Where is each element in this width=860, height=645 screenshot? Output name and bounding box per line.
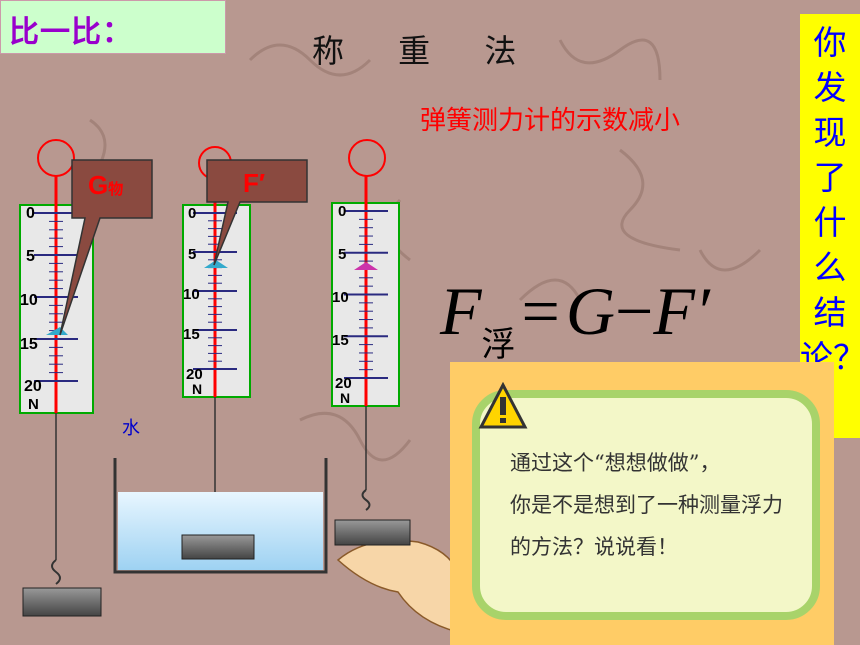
- question-text: 你发现了什么结论？: [800, 23, 860, 377]
- scale3-tick-15: 15: [332, 332, 349, 349]
- warning-icon: [478, 382, 528, 429]
- callout-text: 通过这个“想想做做”， 你是不是想到了一种测量浮力 的方法？说说看！: [510, 451, 783, 559]
- scale2-tick-20: 20: [186, 366, 203, 383]
- fprime-callout-shape: [206, 159, 308, 266]
- scale1-unit: N: [28, 396, 39, 413]
- weight-block-2: [181, 534, 255, 560]
- buoyancy-formula: F浮=G−F′: [440, 273, 710, 364]
- scale1-tick-5: 5: [26, 248, 35, 265]
- slide-subtitle: 弹簧测力计的示数减小: [420, 106, 681, 136]
- scale-pointers: [46, 260, 378, 335]
- slide-title: 称 重 法: [312, 32, 539, 70]
- scale1-tick-10: 10: [20, 292, 38, 309]
- scale2-tick-10: 10: [183, 286, 200, 303]
- badge-label: 比一比：: [9, 15, 133, 50]
- weight-block-1: [22, 587, 102, 617]
- scale1-tick-15: 15: [20, 336, 38, 353]
- scale3-tick-10: 10: [332, 289, 349, 306]
- g-object-label: G物: [88, 170, 124, 200]
- spring-scale-3: [331, 139, 400, 511]
- callout-box: [472, 390, 820, 620]
- scale2-tick-5: 5: [188, 246, 197, 263]
- scale3-tick-20: 20: [335, 375, 352, 392]
- scale2-unit: N: [192, 381, 203, 397]
- scale1-tick-0: 0: [26, 205, 35, 222]
- section-badge: 比一比：: [0, 0, 226, 54]
- g-callout-shape: [59, 159, 153, 336]
- scale3-unit: N: [340, 390, 351, 406]
- scale3-tick-5: 5: [338, 246, 347, 263]
- hand-with-block: [334, 519, 459, 633]
- scale3-tick-0: 0: [338, 203, 347, 220]
- weight-block-3: [334, 519, 411, 546]
- f-prime-label: F′: [243, 168, 266, 198]
- water-label: 水: [122, 418, 140, 439]
- water-tank: [113, 458, 328, 574]
- scale2-tick-0: 0: [188, 205, 197, 222]
- scale1-tick-20: 20: [24, 378, 42, 395]
- textbook-callout: 通过这个“想想做做”， 你是不是想到了一种测量浮力 的方法？说说看！: [450, 362, 834, 645]
- scale2-tick-15: 15: [183, 326, 200, 343]
